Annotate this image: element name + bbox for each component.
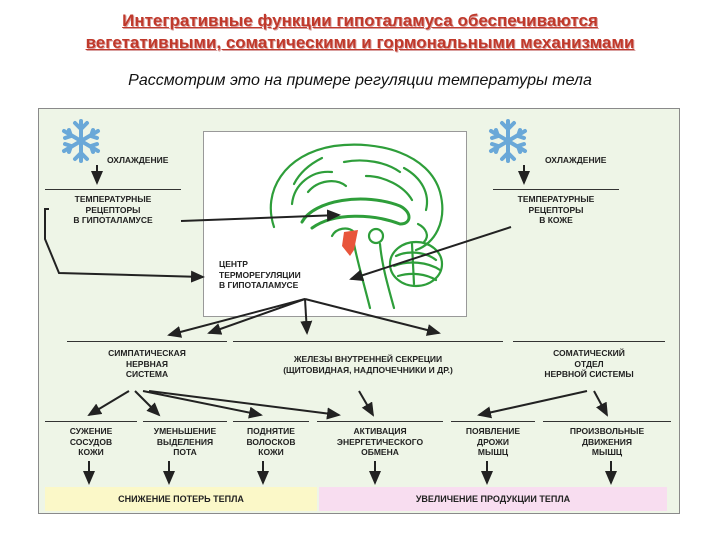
effect-voluntary-movements: ПРОИЗВОЛЬНЫЕ ДВИЖЕНИЯ МЫШЦ <box>543 421 671 466</box>
cooling-label-left: ОХЛАЖДЕНИЕ <box>107 155 169 165</box>
title-line-1: Интегративные функции гипоталамуса обесп… <box>122 11 598 30</box>
diagram-panel: ОХЛАЖДЕНИЕ ОХЛАЖДЕНИЕ ТЕМПЕРАТУРНЫЕ РЕЦЕ… <box>38 108 680 514</box>
effect-reduced-sweating: УМЕНЬШЕНИЕ ВЫДЕЛЕНИЯ ПОТА <box>143 421 227 466</box>
effect-shivering: ПОЯВЛЕНИЕ ДРОЖИ МЫШЦ <box>451 421 535 466</box>
hypothalamus-highlight <box>342 230 358 256</box>
effect-vasoconstriction: СУЖЕНИЕ СОСУДОВ КОЖИ <box>45 421 137 466</box>
effect-piloerection: ПОДНЯТИЕ ВОЛОСКОВ КОЖИ <box>233 421 309 466</box>
thermoregulation-center-label: ЦЕНТР ТЕРМОРЕГУЛЯЦИИ В ГИПОТАЛАМУСЕ <box>219 259 301 290</box>
heat-production-increase-bar: УВЕЛИЧЕНИЕ ПРОДУКЦИИ ТЕПЛА <box>319 487 667 511</box>
cooling-label-right: ОХЛАЖДЕНИЕ <box>545 155 607 165</box>
snowflake-right-icon <box>489 119 527 163</box>
title-line-2: вегетативными, соматическими и гормональ… <box>85 33 635 52</box>
brain-illustration-frame <box>203 131 467 317</box>
sympathetic-system-box: СИМПАТИЧЕСКАЯ НЕРВНАЯ СИСТЕМА <box>67 341 227 390</box>
heat-loss-reduction-bar: СНИЖЕНИЕ ПОТЕРЬ ТЕПЛА <box>45 487 317 511</box>
receptors-skin-box: ТЕМПЕРАТУРНЫЕ РЕЦЕПТОРЫ В КОЖЕ <box>493 189 619 234</box>
effect-energy-metabolism: АКТИВАЦИЯ ЭНЕРГЕТИЧЕСКОГО ОБМЕНА <box>317 421 443 466</box>
endocrine-glands-box: ЖЕЛЕЗЫ ВНУТРЕННЕЙ СЕКРЕЦИИ (ЩИТОВИДНАЯ, … <box>233 341 503 396</box>
diagram-overlay <box>44 119 617 485</box>
page-title: Интегративные функции гипоталамуса обесп… <box>0 10 720 54</box>
somatic-system-box: СОМАТИЧЕСКИЙ ОТДЕЛ НЕРВНОЙ СИСТЕМЫ <box>513 341 665 390</box>
subtitle: Рассмотрим это на примере регуляции темп… <box>128 72 592 89</box>
snowflake-left-icon <box>62 119 100 163</box>
receptors-hypothalamus-box: ТЕМПЕРАТУРНЫЕ РЕЦЕПТОРЫ В ГИПОТАЛАМУСЕ <box>45 189 181 234</box>
